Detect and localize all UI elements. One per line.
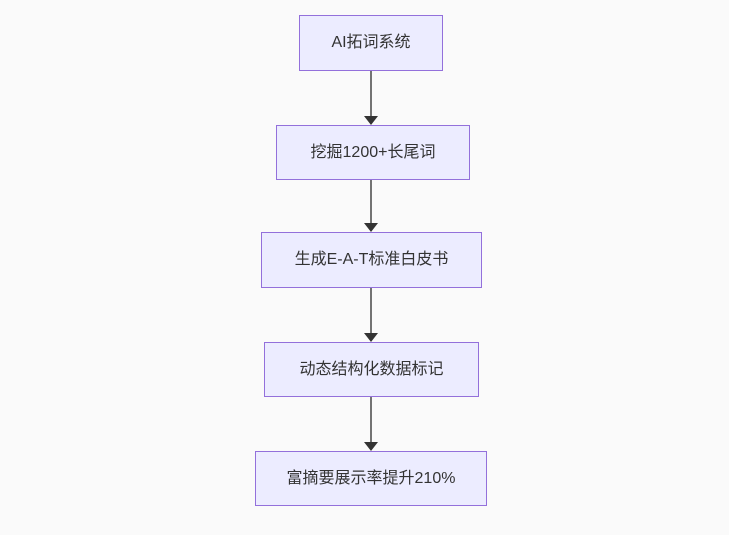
flow-node-label: 富摘要展示率提升210%: [286, 469, 456, 487]
flow-node-eat-whitepaper: 生成E-A-T标准白皮书: [261, 232, 482, 288]
flow-node-rich-snippet-result: 富摘要展示率提升210%: [255, 451, 487, 506]
flow-node-label: 生成E-A-T标准白皮书: [294, 251, 449, 269]
arrowhead-down-icon: [364, 442, 378, 451]
flow-arrow-3: [364, 288, 378, 342]
flow-node-label: 挖掘1200+长尾词: [310, 143, 436, 161]
flow-node-label: 动态结构化数据标记: [299, 360, 444, 378]
flow-node-label: AI拓词系统: [331, 34, 411, 52]
arrowhead-down-icon: [364, 116, 378, 125]
flow-arrow-1: [364, 71, 378, 125]
flow-node-ai-word-system: AI拓词系统: [299, 15, 443, 71]
arrow-line: [370, 288, 372, 333]
arrowhead-down-icon: [364, 333, 378, 342]
arrow-line: [370, 397, 372, 442]
flow-arrow-4: [364, 397, 378, 451]
flow-arrow-2: [364, 180, 378, 232]
arrow-line: [370, 180, 372, 223]
arrow-line: [370, 71, 372, 116]
arrowhead-down-icon: [364, 223, 378, 232]
flow-node-structured-data: 动态结构化数据标记: [264, 342, 479, 397]
flow-node-longtail-mining: 挖掘1200+长尾词: [276, 125, 470, 180]
